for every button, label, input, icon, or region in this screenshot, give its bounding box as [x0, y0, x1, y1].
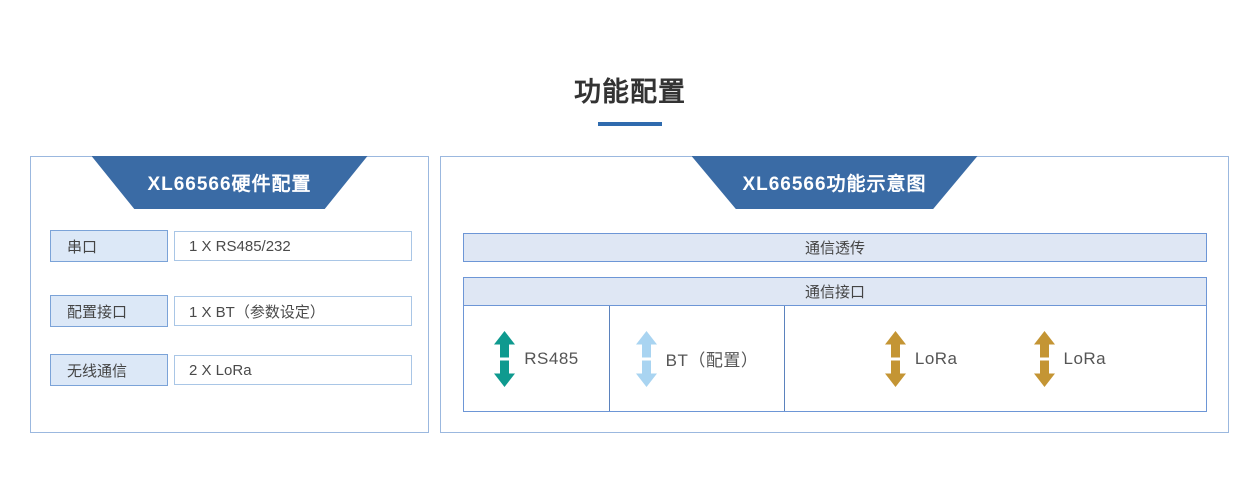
hardware-row-label: 无线通信: [50, 354, 168, 386]
interface-cell-lora: LoRa LoRa: [784, 306, 1206, 411]
interface-label: LoRa: [914, 348, 958, 368]
function-panel-title: XL66566功能示意图: [742, 174, 927, 195]
hardware-row-label: 串口: [50, 230, 168, 262]
hardware-row-config-interface: 配置接口 1 X BT（参数设定）: [31, 295, 428, 327]
hardware-row-value: 2 X LoRa: [174, 355, 412, 385]
interface-section-header: 通信接口: [464, 278, 1206, 306]
hardware-row-value: 1 X BT（参数设定）: [174, 296, 412, 326]
hardware-row-serial: 串口 1 X RS485/232: [31, 230, 428, 262]
page-title-block: 功能配置: [0, 70, 1260, 126]
function-diagram-panel: XL66566功能示意图 通信透传 通信接口 RS485: [440, 156, 1229, 433]
interface-label: RS485: [524, 348, 579, 368]
hardware-row-value: 1 X RS485/232: [174, 231, 412, 261]
title-underline: [598, 122, 662, 126]
interface-header-label: 通信接口: [804, 284, 865, 301]
interface-label: LoRa: [1063, 348, 1107, 368]
hardware-config-panel: XL66566硬件配置 串口 1 X RS485/232 配置接口 1 X BT…: [30, 156, 429, 433]
hardware-row-wireless: 无线通信 2 X LoRa: [31, 354, 428, 386]
interface-body: RS485 BT（配置）: [464, 306, 1206, 411]
page-title: 功能配置: [574, 77, 686, 107]
interface-label: BT（配置）: [665, 351, 759, 370]
interface-group-lora-1: LoRa: [884, 330, 958, 387]
hardware-panel-title: XL66566硬件配置: [147, 174, 312, 195]
passthrough-bar: 通信透传: [463, 233, 1207, 262]
double-vertical-arrow-icon: [635, 330, 657, 387]
interface-group-lora-2: LoRa: [1033, 330, 1107, 387]
hardware-row-label: 配置接口: [50, 295, 168, 327]
interface-section: 通信接口 RS485 BT（配置）: [463, 277, 1207, 412]
interface-cell-bt: BT（配置）: [609, 306, 784, 411]
interface-cell-rs485: RS485: [464, 306, 609, 411]
function-panel-banner: XL66566功能示意图: [691, 156, 978, 209]
passthrough-bar-label: 通信透传: [804, 240, 865, 257]
hardware-panel-banner: XL66566硬件配置: [91, 156, 368, 209]
double-vertical-arrow-icon: [1033, 330, 1055, 387]
double-vertical-arrow-icon: [884, 330, 906, 387]
double-vertical-arrow-icon: [494, 330, 516, 387]
